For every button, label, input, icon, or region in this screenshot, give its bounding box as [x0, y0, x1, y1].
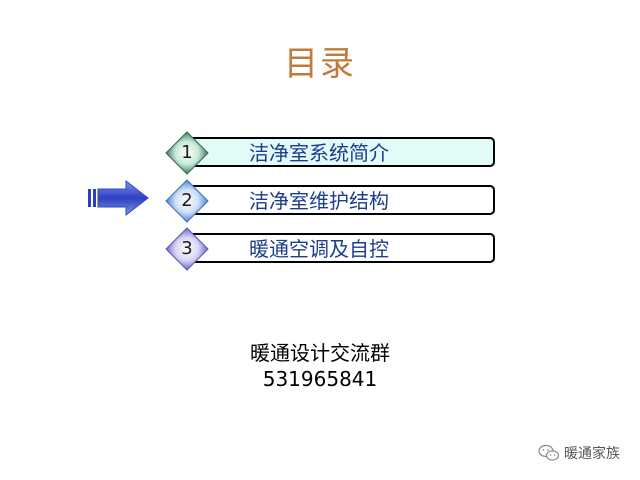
toc-number: 1	[181, 142, 193, 163]
group-name: 暖通设计交流群	[250, 341, 390, 365]
toc-bar: 暖通空调及自控	[187, 233, 495, 263]
toc-item-2[interactable]: 洁净室维护结构 2	[165, 179, 499, 223]
page-title: 目录	[284, 44, 356, 84]
contact-info: 暖通设计交流群 531965841	[0, 340, 640, 392]
current-item-arrow-icon	[88, 179, 149, 217]
diamond-icon	[165, 227, 209, 271]
brand-name: 暖通家族	[564, 446, 620, 462]
toc-bar: 洁净室系统简介	[187, 137, 495, 167]
toc-bar: 洁净室维护结构	[187, 185, 495, 215]
diamond-icon	[165, 179, 209, 223]
toc-item-3[interactable]: 暖通空调及自控 3	[165, 227, 499, 271]
brand-watermark: 暖通家族	[538, 442, 620, 464]
toc-item-label: 暖通空调及自控	[249, 237, 389, 261]
toc-number: 3	[181, 238, 193, 259]
toc-number: 2	[181, 190, 193, 211]
group-number: 531965841	[262, 367, 378, 391]
toc-item-1[interactable]: 洁净室系统简介 1	[165, 131, 499, 175]
wechat-icon	[538, 444, 560, 461]
toc-item-label: 洁净室系统简介	[249, 141, 389, 165]
diamond-icon	[165, 131, 209, 175]
toc-item-label: 洁净室维护结构	[249, 189, 389, 213]
